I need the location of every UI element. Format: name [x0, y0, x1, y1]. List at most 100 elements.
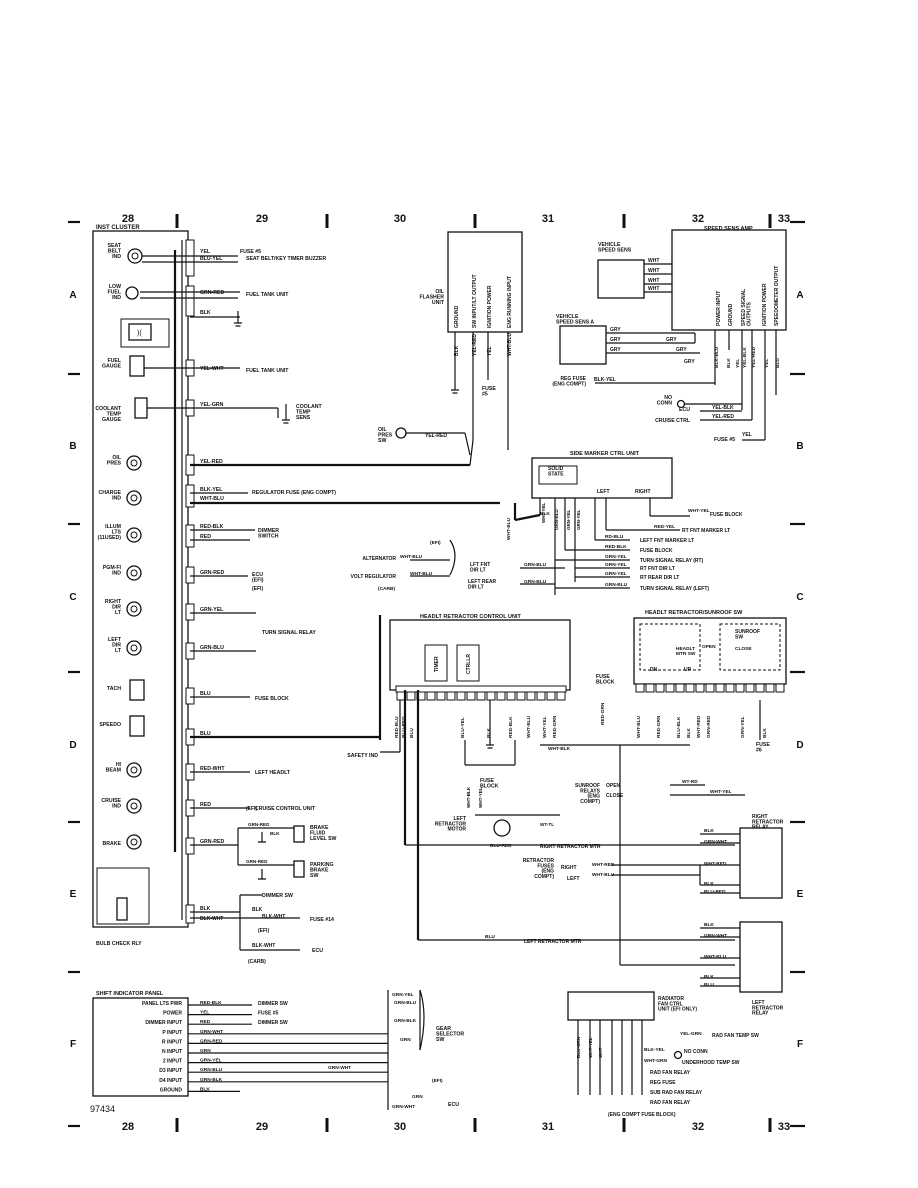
wire-color-label: WHT-BLU [200, 496, 224, 502]
destination-label: UNDERHOOD TEMP SW [682, 1060, 740, 1066]
cluster-indicator-label: TACH [107, 686, 121, 692]
volt-regulator-label: VOLT REGULATOR [350, 574, 396, 580]
wire-label: YEL-GRN [680, 1031, 702, 1037]
ecu-label: ECU [312, 948, 323, 954]
destination-label: LEFT FNT MARKER LT [640, 538, 694, 544]
seat-belt-lamp-icon [127, 248, 143, 264]
wire-label: WHT-BLK [466, 786, 471, 808]
shift-input-label: 2 INPUT [163, 1059, 182, 1065]
amp-wire-label: BLK-BLU [714, 346, 720, 368]
amp-pin-label: SPEED SIGNALOUTPUTS [741, 289, 752, 326]
eng-compt-fuse-block-label: (ENG COMPT FUSE BLOCK) [608, 1112, 676, 1118]
wire-color-label: GRN-BLU [200, 645, 224, 651]
wire-label: BLK [200, 906, 211, 912]
wire-color-label: GRN-YEL [200, 607, 224, 613]
cruise-ctrl-label: CRUISE CTRL [655, 418, 691, 424]
wire-color-label: YEL-GRN [200, 402, 224, 408]
column-label: 33 [778, 1121, 790, 1133]
parking-brake-switch-icon [293, 860, 305, 878]
wire-color-label: RED [200, 534, 211, 540]
wire-label: BLK [270, 831, 280, 836]
wire-label: GRN-YEL [566, 509, 571, 530]
column-label: 32 [692, 1121, 704, 1133]
variant-label: (EFI) [246, 806, 257, 812]
wire-label: RED-BLK [508, 716, 514, 738]
flasher-pin-label: IGNITION POWER [487, 285, 493, 328]
amp-wire-label: BLU [775, 358, 781, 368]
coolant-gauge-icon [134, 397, 148, 419]
wire-label: WHT-YEL [478, 787, 483, 808]
variant-label: (EFI) [252, 586, 263, 592]
wire-destination-label: LEFT HEADLT [255, 770, 291, 776]
wire-label: BLK [704, 828, 714, 834]
brake-lamp-icon [126, 834, 142, 850]
wire-label: BLK-WHT [252, 943, 275, 949]
shift-input-label: PANEL LTS PWR [142, 1001, 182, 1007]
wire-label: BLK-WHT [200, 916, 223, 922]
amp-pin-label: GROUND [728, 303, 734, 326]
column-label: 28 [122, 1121, 134, 1133]
wire-label: GRN-YEL [576, 509, 581, 530]
row-label: E [70, 889, 77, 900]
destination-label: NO CONN [684, 1049, 708, 1055]
speed-sensor-amp-label: SPEED SENS AMP [704, 226, 753, 232]
shift-input-label: GROUND [160, 1087, 183, 1093]
wire-destination-label: TURN SIGNAL RELAY [262, 630, 316, 636]
right-dir-lamp-icon [126, 601, 142, 617]
wire-color-label: BLU-YEL [200, 256, 223, 262]
row-label: F [70, 1039, 76, 1050]
row-label: B [69, 441, 76, 452]
figure-number: 97434 [90, 1104, 115, 1114]
row-label: A [69, 290, 76, 301]
wire-label: RED-BLU [394, 716, 400, 738]
flasher-pin-label: GROUND [454, 305, 460, 328]
right-label: RIGHT [561, 865, 577, 871]
column-divider [325, 1118, 329, 1132]
flasher-wire-label: YEL-RED [472, 334, 478, 356]
brake-fluid-switch-icon [293, 825, 305, 843]
wire-label: RED-GRN [552, 715, 558, 738]
wire-label: BLU [485, 934, 495, 940]
wire-label: GRN-YEL [740, 716, 746, 738]
wire-label: YEL-RED [712, 414, 734, 420]
shift-input-label: D3 INPUT [159, 1068, 182, 1074]
charge-lamp-icon [126, 490, 142, 506]
timer-label: TIMER [434, 656, 440, 672]
wire-label: RD-BLU [605, 534, 624, 540]
wire-destination-label: REGULATOR FUSE (ENG COMPT) [252, 490, 336, 496]
wire-label: WHT-BLU [592, 872, 615, 878]
wire-label: GRN-WHT [704, 933, 727, 939]
flasher-wire-label: BLK [454, 345, 460, 356]
radiator-fan-unit [567, 991, 683, 1095]
wire-destination-label: ECU(EFI) [252, 572, 264, 583]
headlt-retractor-unit [378, 615, 620, 837]
flasher-pin-label: SW INPUT/LT OUTPUT [472, 274, 478, 328]
wire-color-label: YEL [200, 249, 211, 255]
wire-label: GRN-WHT [328, 1065, 351, 1071]
destination-label: RAD FAN RELAY [650, 1100, 691, 1106]
illum-lamp-icon [126, 527, 142, 543]
wire-label: GRN-BLU [524, 562, 547, 568]
amp-wire-label: YEL-BLK [742, 347, 748, 368]
wire-label: YEL-BLK [712, 405, 734, 411]
wire-label: BLU-RED [704, 889, 726, 895]
flasher-wire-label: YEL [487, 346, 493, 356]
wire-destination-label: CRUISE CONTROL UNIT [255, 806, 316, 812]
destination-label: RAD FAN TEMP SW [712, 1033, 759, 1039]
shift-input-label: POWER [163, 1011, 182, 1017]
wire-label: BLU-RED [490, 843, 512, 849]
row-label: D [69, 740, 76, 751]
